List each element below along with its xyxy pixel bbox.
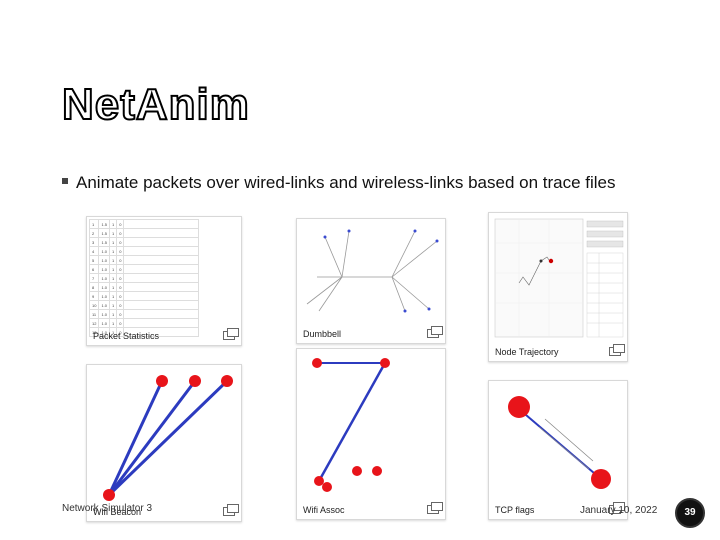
panel-caption: Node Trajectory — [495, 347, 559, 357]
tcp-flags-panel: TCP flags — [488, 380, 628, 520]
expand-icon[interactable] — [427, 502, 443, 514]
footer-date: January 10, 2022 — [580, 505, 658, 516]
expand-icon[interactable] — [427, 326, 443, 338]
slide-title: NetAnim — [61, 79, 250, 130]
wifi-assoc-panel: Wifi Assoc — [296, 348, 446, 520]
panel-caption: TCP flags — [495, 505, 535, 515]
bullet-square-icon — [62, 178, 68, 184]
node-trajectory-graphic — [494, 218, 624, 338]
panel-caption: Wifi Assoc — [303, 505, 345, 515]
page-number: 39 — [675, 498, 705, 528]
wifi-beacon-panel: Wifi Beacon — [86, 364, 242, 522]
expand-icon[interactable] — [609, 502, 625, 514]
panel-caption: Wifi Beacon — [93, 507, 142, 517]
bullet-point: Animate packets over wired-links and wir… — [62, 172, 642, 193]
dumbbell-panel: Dumbbell — [296, 218, 446, 344]
wifi-beacon-graphic — [103, 375, 233, 501]
footer-left: Network Simulator 3 — [62, 503, 153, 514]
dumbbell-topology-graphic — [306, 229, 439, 313]
expand-icon[interactable] — [223, 504, 239, 516]
node-trajectory-panel: Node Trajectory — [488, 212, 628, 362]
expand-icon[interactable] — [609, 344, 625, 356]
panel-caption: Dumbbell — [303, 329, 342, 339]
bullet-text: Animate packets over wired-links and wir… — [76, 173, 616, 192]
panel-caption: Packet Statistics — [93, 331, 160, 341]
tcp-flags-graphic — [508, 396, 611, 489]
wifi-assoc-graphic — [312, 358, 390, 492]
expand-icon[interactable] — [223, 328, 239, 340]
